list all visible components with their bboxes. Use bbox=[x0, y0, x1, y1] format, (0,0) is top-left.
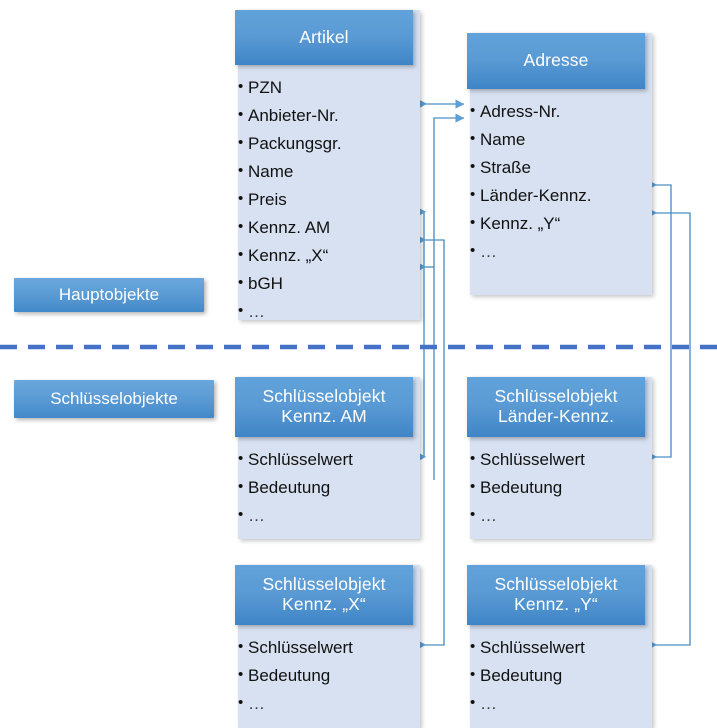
field-item: Kennz. AM bbox=[238, 213, 416, 241]
entity-schluesselobjekt-laender-kennz-header[interactable]: Schlüsselobjekt Länder-Kennz. bbox=[467, 377, 645, 437]
entity-artikel-title: Artikel bbox=[299, 26, 349, 47]
field-item: Schlüsselwert bbox=[238, 445, 416, 473]
entity-schluesselobjekt-laender-kennz[interactable]: Schlüsselobjekt Länder-Kennz. Schlüsselw… bbox=[467, 377, 652, 539]
field-item: Kennz. „Y“ bbox=[470, 209, 648, 237]
field-item: Kennz. „X“ bbox=[238, 241, 416, 269]
field-item: Bedeutung bbox=[238, 661, 416, 689]
legend-hauptobjekte-label: Hauptobjekte bbox=[58, 285, 160, 304]
entity-schluesselobjekt-kennz-am[interactable]: Schlüsselobjekt Kennz. AM Schlüsselwert … bbox=[235, 377, 420, 539]
field-item-ellipsis: … bbox=[238, 297, 416, 325]
entity-schluesselobjekt-kennz-x-fields: Schlüsselwert Bedeutung … bbox=[238, 633, 416, 717]
entity-artikel-fields: PZN Anbieter-Nr. Packungsgr. Name Preis … bbox=[238, 73, 416, 325]
entity-artikel[interactable]: Artikel PZN Anbieter-Nr. Packungsgr. Nam… bbox=[235, 10, 420, 320]
legend-schluesselobjekte[interactable]: Schlüsselobjekte bbox=[14, 380, 214, 418]
field-item-ellipsis: … bbox=[470, 689, 648, 717]
field-item: Preis bbox=[238, 185, 416, 213]
field-item: Anbieter-Nr. bbox=[238, 101, 416, 129]
entity-schluesselobjekt-laender-kennz-fields: Schlüsselwert Bedeutung … bbox=[470, 445, 648, 529]
entity-adresse-header[interactable]: Adresse bbox=[467, 33, 645, 89]
entity-schluesselobjekt-kennz-am-fields: Schlüsselwert Bedeutung … bbox=[238, 445, 416, 529]
entity-title-line-1: Schlüsselobjekt bbox=[494, 386, 618, 407]
field-item: Straße bbox=[470, 153, 648, 181]
field-item: Adress-Nr. bbox=[470, 97, 648, 125]
connector-laenderkennz bbox=[648, 180, 672, 462]
entity-title-line-2: Kennz. „X“ bbox=[282, 594, 366, 614]
entity-adresse-fields: Adress-Nr. Name Straße Länder-Kennz. Ken… bbox=[470, 97, 648, 265]
field-item: Schlüsselwert bbox=[470, 445, 648, 473]
field-item: Bedeutung bbox=[238, 473, 416, 501]
connector-trunk-adressnr bbox=[433, 113, 465, 480]
connector-kennzy bbox=[648, 208, 691, 650]
field-item: Bedeutung bbox=[470, 661, 648, 689]
entity-title-line-1: Schlüsselobjekt bbox=[262, 574, 386, 595]
field-item: Länder-Kennz. bbox=[470, 181, 648, 209]
entity-schluesselobjekt-kennz-y-fields: Schlüsselwert Bedeutung … bbox=[470, 633, 648, 717]
field-item: Bedeutung bbox=[470, 473, 648, 501]
field-item-ellipsis: … bbox=[470, 501, 648, 529]
field-item: Name bbox=[238, 157, 416, 185]
field-item-ellipsis: … bbox=[238, 689, 416, 717]
legend-schluesselobjekte-label: Schlüsselobjekte bbox=[50, 389, 178, 408]
field-item-ellipsis: … bbox=[470, 237, 648, 265]
entity-title-line-1: Schlüsselobjekt bbox=[262, 386, 386, 407]
entity-schluesselobjekt-kennz-am-header[interactable]: Schlüsselobjekt Kennz. AM bbox=[235, 377, 413, 437]
connector-kennzx bbox=[417, 235, 445, 650]
field-item: bGH bbox=[238, 269, 416, 297]
entity-schluesselobjekt-kennz-y-header[interactable]: Schlüsselobjekt Kennz. „Y“ bbox=[467, 565, 645, 625]
field-item-ellipsis: … bbox=[238, 501, 416, 529]
entity-title-line-2: Länder-Kennz. bbox=[497, 406, 615, 426]
field-item: PZN bbox=[238, 73, 416, 101]
entity-schluesselobjekt-kennz-y[interactable]: Schlüsselobjekt Kennz. „Y“ Schlüsselwert… bbox=[467, 565, 652, 728]
entity-adresse[interactable]: Adresse Adress-Nr. Name Straße Länder-Ke… bbox=[467, 33, 652, 295]
entity-schluesselobjekt-kennz-x-header[interactable]: Schlüsselobjekt Kennz. „X“ bbox=[235, 565, 413, 625]
legend-hauptobjekte[interactable]: Hauptobjekte bbox=[14, 278, 204, 312]
field-item: Name bbox=[470, 125, 648, 153]
field-item: Schlüsselwert bbox=[470, 633, 648, 661]
entity-title-line-1: Schlüsselobjekt bbox=[494, 574, 618, 595]
entity-title-line-2: Kennz. AM bbox=[281, 406, 367, 426]
entity-title-line-2: Kennz. „Y“ bbox=[514, 594, 598, 614]
entity-adresse-title: Adresse bbox=[523, 50, 589, 71]
entity-schluesselobjekt-kennz-x[interactable]: Schlüsselobjekt Kennz. „X“ Schlüsselwert… bbox=[235, 565, 420, 728]
field-item: Schlüsselwert bbox=[238, 633, 416, 661]
field-item: Packungsgr. bbox=[238, 129, 416, 157]
entity-artikel-header[interactable]: Artikel bbox=[235, 10, 413, 65]
